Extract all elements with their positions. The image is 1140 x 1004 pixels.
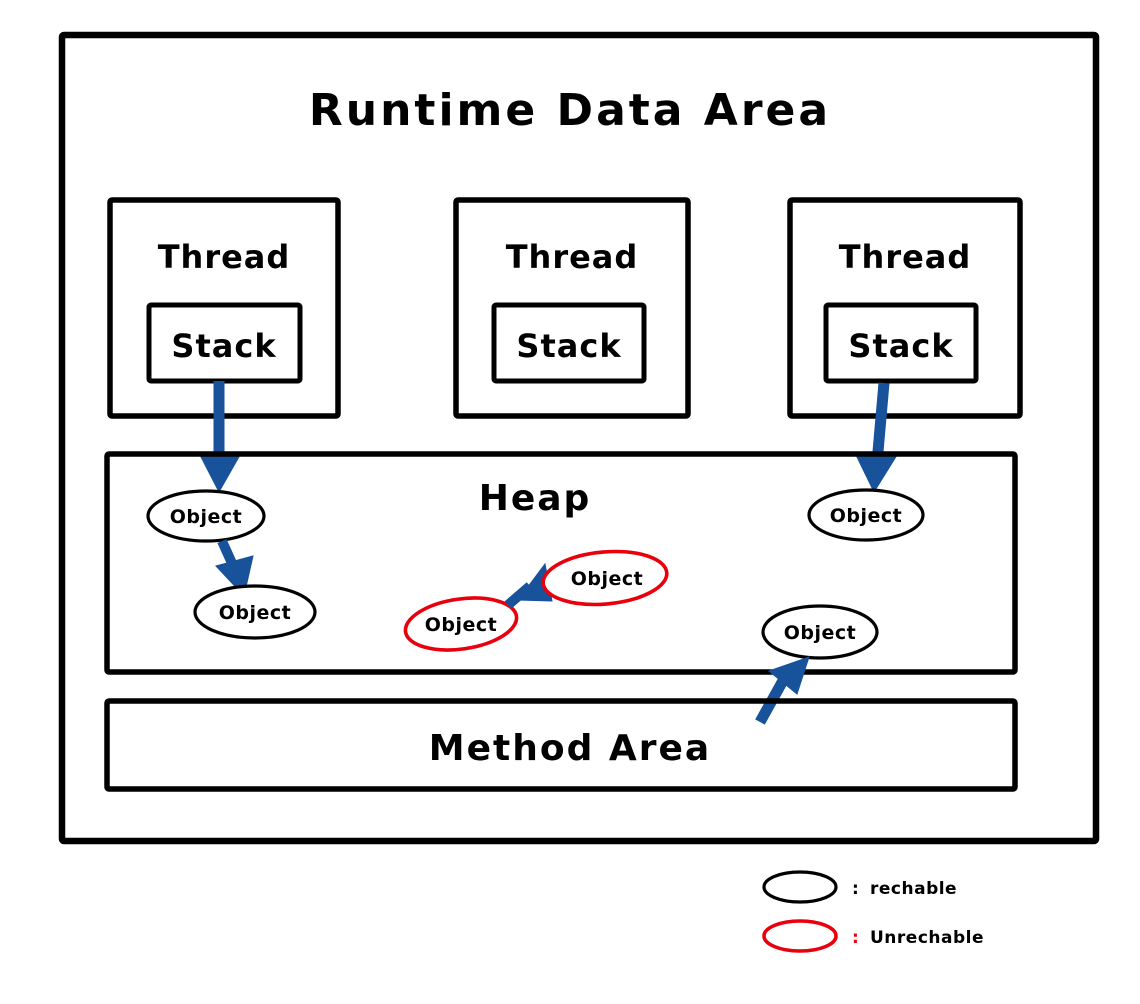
object-label: Object [571, 568, 644, 590]
thread-2-label: Thread [506, 238, 639, 276]
thread-2-stack-frame [491, 302, 647, 384]
object-label: Object [170, 506, 243, 528]
thread-2-frame [453, 197, 691, 419]
legend: : rechable : Unrechable [762, 870, 984, 953]
legend-reachable-separator: : [852, 879, 859, 899]
legend-reachable-ellipse-icon [762, 870, 838, 904]
object-label: Object [425, 614, 498, 636]
object-ellipse [403, 596, 519, 652]
thread-1-stack-label: Stack [171, 327, 276, 365]
thread-3-frame [787, 197, 1023, 419]
object-label: Object [830, 505, 903, 527]
thread-box-3[interactable]: Thread Stack [787, 197, 1023, 419]
heap-object-reachable-4[interactable]: Object [761, 604, 879, 660]
legend-item-unreachable: : Unrechable [762, 919, 984, 953]
legend-item-reachable: : rechable [762, 870, 957, 904]
arrow-thread3-to-object [855, 382, 898, 494]
object-ellipse [541, 549, 669, 607]
arrow-method-area-to-object [755, 656, 810, 725]
heap-object-reachable-1[interactable]: Object [146, 489, 266, 543]
heap-object-reachable-3[interactable]: Object [807, 488, 925, 542]
page-title: Runtime Data Area [309, 85, 831, 136]
thread-1-label: Thread [158, 238, 291, 276]
thread-3-stack-frame [823, 302, 979, 384]
runtime-data-area-frame [58, 31, 1100, 845]
object-ellipse [193, 584, 317, 640]
arrow-thread1-to-object [199, 381, 241, 494]
object-ellipse [761, 604, 879, 660]
legend-unreachable-separator: : [852, 928, 859, 948]
object-ellipse [807, 488, 925, 542]
object-label: Object [784, 622, 857, 644]
thread-2-stack-label: Stack [516, 327, 621, 365]
legend-unreachable-label: Unrechable [870, 928, 984, 948]
heap-object-unreachable-1[interactable]: Object [402, 591, 520, 656]
heap-label: Heap [479, 478, 592, 519]
legend-reachable-label: rechable [870, 879, 957, 899]
thread-box-2[interactable]: Thread Stack [453, 197, 691, 419]
heap-object-unreachable-2[interactable]: Object [541, 547, 669, 610]
heap-object-reachable-2[interactable]: Object [193, 584, 317, 640]
legend-unreachable-ellipse-icon [762, 919, 838, 953]
method-area-frame [104, 698, 1018, 792]
thread-3-stack-label: Stack [848, 327, 953, 365]
thread-3-label: Thread [839, 238, 972, 276]
heap-frame [104, 451, 1018, 675]
object-ellipse [146, 489, 266, 543]
method-area-label: Method Area [429, 728, 711, 769]
object-label: Object [219, 602, 292, 624]
